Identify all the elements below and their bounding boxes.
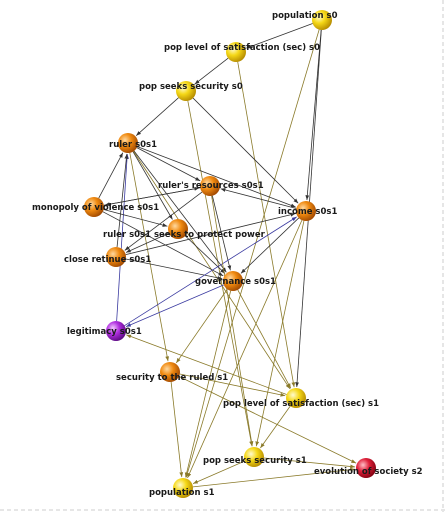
edge-pop_seeks_sec_s1-to-evolution_society xyxy=(263,457,356,469)
node-population_s0[interactable]: population s0 xyxy=(272,10,338,30)
edge-security_ruled-to-population_s1 xyxy=(170,381,184,478)
node-pop_seeks_sec_s0[interactable]: pop seeks security s0 xyxy=(139,81,243,101)
node-sphere[interactable] xyxy=(223,271,243,291)
edge-ruler_protect_power-to-close_retinue xyxy=(125,232,170,253)
node-sphere[interactable] xyxy=(168,219,188,239)
edge-monopoly_violence-to-ruler_protect_power xyxy=(103,209,168,227)
node-pop_level_sat_s1[interactable]: pop level of satisfaction (sec) s1 xyxy=(223,388,379,409)
edge-population_s1-to-evolution_society xyxy=(192,467,356,488)
node-label: pop level of satisfaction (sec) s0 xyxy=(164,43,320,53)
node-label: evolution of society s2 xyxy=(314,467,423,477)
edge-pop_level_sat_s0-to-pop_level_sat_s1 xyxy=(237,61,296,388)
node-monopoly_violence[interactable]: monopoly of violence s0s1 xyxy=(32,197,159,217)
edge-governance-to-pop_level_sat_s1 xyxy=(237,289,292,389)
node-label: ruler's resources s0s1 xyxy=(158,181,264,191)
edge-pop_level_sat_s0-to-pop_seeks_sec_s0 xyxy=(194,57,229,85)
edge-income_s0s1-to-population_s1 xyxy=(187,219,303,479)
edge-security_ruled-to-evolution_society xyxy=(178,376,357,464)
node-sphere[interactable] xyxy=(312,10,332,30)
edge-pop_level_sat_s1-to-pop_seeks_sec_s1 xyxy=(260,405,291,449)
node-sphere[interactable] xyxy=(226,42,246,62)
edge-ruler_s0s1-to-governance xyxy=(133,150,227,273)
edge-population_s0-to-population_s1 xyxy=(185,29,320,478)
node-label: pop level of satisfaction (sec) s1 xyxy=(223,399,379,409)
node-sphere[interactable] xyxy=(106,247,126,267)
edge-population_s0-to-income_s0s1 xyxy=(305,29,322,201)
node-legitimacy[interactable]: legitimacy s0s1 xyxy=(67,321,142,341)
node-sphere[interactable] xyxy=(176,81,196,101)
node-governance[interactable]: governance s0s1 xyxy=(195,271,276,291)
edge-legitimacy-to-ruler_s0s1 xyxy=(116,153,129,322)
edge-monopoly_violence-to-governance xyxy=(102,211,224,277)
edge-rulers_resources-to-governance xyxy=(211,195,232,271)
node-ruler_protect_power[interactable]: ruler s0s1 seeks to protect power xyxy=(103,219,266,240)
node-layer: population s0 pop level of satisfaction (… xyxy=(32,10,423,498)
node-label: close retinue s0s1 xyxy=(64,255,151,265)
edge-income_s0s1-to-pop_seeks_sec_s1 xyxy=(255,220,305,447)
node-ruler_s0s1[interactable]: ruler s0s1 xyxy=(109,133,157,153)
edge-close_retinue-to-governance xyxy=(125,258,223,280)
node-label: legitimacy s0s1 xyxy=(67,327,142,337)
node-label: pop seeks security s1 xyxy=(203,456,307,466)
edge-pop_seeks_sec_s1-to-population_s1 xyxy=(192,460,245,484)
edge-ruler_protect_power-to-governance xyxy=(184,235,226,274)
edge-governance-to-security_ruled xyxy=(175,288,228,364)
node-sphere[interactable] xyxy=(296,201,316,221)
node-pop_level_sat_s0[interactable]: pop level of satisfaction (sec) s0 xyxy=(164,42,320,62)
edge-pop_seeks_sec_s0-to-ruler_s0s1 xyxy=(135,97,179,136)
node-label: monopoly of violence s0s1 xyxy=(32,203,159,213)
edge-income_s0s1-to-governance xyxy=(240,217,300,274)
node-pop_seeks_sec_s1[interactable]: pop seeks security s1 xyxy=(203,447,307,467)
node-security_ruled[interactable]: security to the ruled s1 xyxy=(116,362,228,383)
node-sphere[interactable] xyxy=(84,197,104,217)
node-label: pop seeks security s0 xyxy=(139,82,243,92)
edge-ruler_s0s1-to-ruler_protect_power xyxy=(132,151,173,220)
node-evolution_society[interactable]: evolution of society s2 xyxy=(314,458,423,478)
node-sphere[interactable] xyxy=(160,362,180,382)
node-close_retinue[interactable]: close retinue s0s1 xyxy=(64,247,151,267)
edge-pop_level_sat_s1-to-legitimacy xyxy=(126,334,287,395)
edge-ruler_s0s1-to-rulers_resources xyxy=(136,147,201,182)
node-sphere[interactable] xyxy=(173,478,193,498)
edge-monopoly_violence-to-rulers_resources xyxy=(103,186,200,206)
node-label: income s0s1 xyxy=(278,207,337,217)
edge-ruler_s0s1-to-income_s0s1 xyxy=(137,146,296,208)
node-label: security to the ruled s1 xyxy=(116,373,228,383)
edge-monopoly_violence-to-ruler_s0s1 xyxy=(98,152,124,199)
edge-ruler_s0s1-to-security_ruled xyxy=(129,152,170,362)
node-sphere[interactable] xyxy=(200,176,220,196)
node-label: population s1 xyxy=(149,488,215,498)
edge-governance-to-population_s1 xyxy=(184,290,232,478)
node-sphere[interactable] xyxy=(118,133,138,153)
edge-close_retinue-to-ruler_s0s1 xyxy=(116,153,129,248)
edge-rulers_resources-to-close_retinue xyxy=(124,191,203,251)
edge-income_s0s1-to-rulers_resources xyxy=(220,188,297,209)
edge-population_s0-to-pop_level_sat_s0 xyxy=(246,23,313,49)
edge-layer xyxy=(98,23,357,488)
node-sphere[interactable] xyxy=(244,447,264,467)
node-sphere[interactable] xyxy=(356,458,376,478)
node-label: ruler s0s1 seeks to protect power xyxy=(103,230,266,240)
edge-pop_seeks_sec_s0-to-income_s0s1 xyxy=(192,97,299,204)
node-label: population s0 xyxy=(272,11,338,21)
edge-legitimacy-to-income_s0s1 xyxy=(124,216,297,326)
node-sphere[interactable] xyxy=(286,388,306,408)
node-income_s0s1[interactable]: income s0s1 xyxy=(278,201,337,221)
node-sphere[interactable] xyxy=(106,321,126,341)
edge-governance-to-legitimacy xyxy=(125,284,224,328)
node-rulers_resources[interactable]: ruler's resources s0s1 xyxy=(158,176,264,196)
node-population_s1[interactable]: population s1 xyxy=(149,478,215,498)
node-label: governance s0s1 xyxy=(195,277,276,287)
edge-close_retinue-to-income_s0s1 xyxy=(125,212,296,256)
node-label: ruler s0s1 xyxy=(109,140,157,150)
edge-rulers_resources-to-pop_seeks_sec_s1 xyxy=(211,195,254,447)
